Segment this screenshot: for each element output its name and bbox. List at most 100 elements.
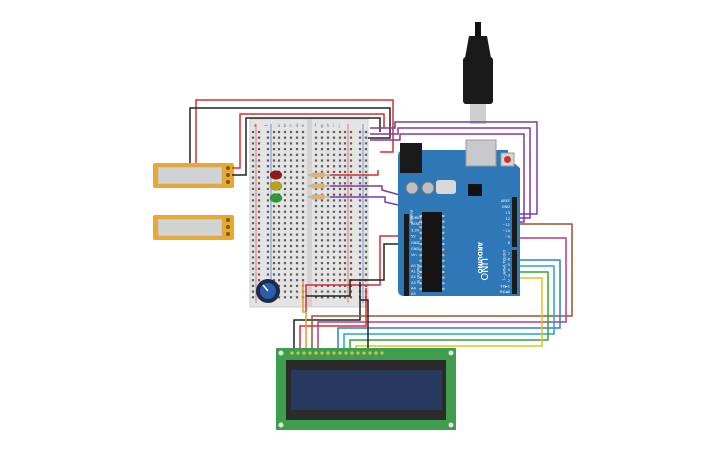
breadboard-hole[interactable]: [295, 193, 299, 196]
breadboard-hole[interactable]: [301, 262, 305, 265]
breadboard-hole[interactable]: [338, 284, 342, 287]
breadboard-hole[interactable]: [338, 262, 342, 265]
rail-hole[interactable]: [272, 153, 276, 156]
usb-cable[interactable]: [463, 22, 493, 124]
wire-blue[interactable]: [337, 259, 561, 350]
breadboard-hole[interactable]: [332, 165, 336, 168]
wire-purple-2[interactable]: [370, 127, 531, 219]
rail-hole[interactable]: [349, 210, 353, 213]
rail-hole[interactable]: [343, 182, 347, 185]
breadboard-hole[interactable]: [326, 159, 330, 162]
rail-hole[interactable]: [272, 250, 276, 253]
rail-hole[interactable]: [358, 153, 362, 156]
breadboard-hole[interactable]: [301, 279, 305, 282]
rail-hole[interactable]: [358, 227, 362, 230]
breadboard-hole[interactable]: [289, 153, 293, 156]
rail-hole[interactable]: [266, 216, 270, 219]
breadboard-hole[interactable]: [289, 216, 293, 219]
rail-hole[interactable]: [349, 136, 353, 139]
rail-hole[interactable]: [349, 205, 353, 208]
breadboard-hole[interactable]: [301, 210, 305, 213]
rail-hole[interactable]: [349, 250, 353, 253]
sensor-module-top[interactable]: [153, 163, 234, 188]
breadboard-hole[interactable]: [301, 193, 305, 196]
breadboard-hole[interactable]: [277, 227, 281, 230]
rail-hole[interactable]: [349, 233, 353, 236]
breadboard-hole[interactable]: [301, 199, 305, 202]
rail-hole[interactable]: [364, 165, 368, 168]
breadboard-hole[interactable]: [289, 296, 293, 299]
rail-hole[interactable]: [343, 296, 347, 299]
breadboard-hole[interactable]: [332, 182, 336, 185]
breadboard-hole[interactable]: [283, 216, 287, 219]
breadboard-hole[interactable]: [332, 205, 336, 208]
breadboard-hole[interactable]: [283, 222, 287, 225]
rail-hole[interactable]: [251, 256, 255, 259]
breadboard-hole[interactable]: [301, 233, 305, 236]
rail-hole[interactable]: [364, 153, 368, 156]
breadboard-hole[interactable]: [283, 199, 287, 202]
rail-hole[interactable]: [251, 216, 255, 219]
led-green[interactable]: [269, 193, 283, 203]
breadboard-hole[interactable]: [277, 136, 281, 139]
rail-hole[interactable]: [272, 165, 276, 168]
rail-hole[interactable]: [343, 273, 347, 276]
breadboard-hole[interactable]: [295, 256, 299, 259]
breadboard-hole[interactable]: [320, 250, 324, 253]
breadboard-hole[interactable]: [338, 239, 342, 242]
breadboard-hole[interactable]: [277, 159, 281, 162]
breadboard-hole[interactable]: [301, 205, 305, 208]
breadboard-hole[interactable]: [314, 279, 318, 282]
rail-hole[interactable]: [266, 187, 270, 191]
rail-hole[interactable]: [257, 159, 261, 162]
breadboard-hole[interactable]: [314, 244, 318, 248]
rail-hole[interactable]: [251, 244, 255, 248]
breadboard-hole[interactable]: [338, 176, 342, 179]
rail-hole[interactable]: [349, 176, 353, 179]
breadboard-hole[interactable]: [295, 216, 299, 219]
breadboard-hole[interactable]: [289, 233, 293, 236]
breadboard-hole[interactable]: [320, 159, 324, 162]
lcd-pin[interactable]: [356, 351, 360, 355]
breadboard-hole[interactable]: [320, 148, 324, 151]
lcd-pin[interactable]: [314, 351, 318, 355]
lcd-pin[interactable]: [350, 351, 354, 355]
breadboard-hole[interactable]: [326, 193, 330, 196]
breadboard-hole[interactable]: [326, 244, 330, 248]
rail-hole[interactable]: [266, 250, 270, 253]
breadboard-hole[interactable]: [338, 216, 342, 219]
wire-black-top[interactable]: [189, 107, 391, 163]
rail-hole[interactable]: [257, 279, 261, 282]
breadboard-hole[interactable]: [338, 296, 342, 299]
rail-hole[interactable]: [364, 159, 368, 162]
breadboard-hole[interactable]: [289, 205, 293, 208]
breadboard-hole[interactable]: [320, 279, 324, 282]
breadboard-hole[interactable]: [320, 284, 324, 287]
rail-hole[interactable]: [266, 159, 270, 162]
rail-hole[interactable]: [358, 216, 362, 219]
rail-hole[interactable]: [251, 222, 255, 225]
rail-hole[interactable]: [364, 205, 368, 208]
breadboard-hole[interactable]: [301, 222, 305, 225]
lcd-pin[interactable]: [338, 351, 342, 355]
rail-hole[interactable]: [272, 256, 276, 259]
rail-hole[interactable]: [349, 239, 353, 242]
breadboard-hole[interactable]: [277, 279, 281, 282]
rail-hole[interactable]: [251, 199, 255, 202]
breadboard-hole[interactable]: [320, 153, 324, 156]
rail-hole[interactable]: [266, 273, 270, 276]
breadboard-hole[interactable]: [338, 222, 342, 225]
breadboard-hole[interactable]: [338, 148, 342, 151]
breadboard-hole[interactable]: [320, 187, 324, 191]
rail-hole[interactable]: [364, 284, 368, 287]
wire-red-5v[interactable]: [305, 235, 406, 312]
rail-hole[interactable]: [349, 193, 353, 196]
rail-hole[interactable]: [358, 250, 362, 253]
resistor-1[interactable]: [311, 172, 325, 178]
breadboard-hole[interactable]: [283, 244, 287, 248]
rail-hole[interactable]: [343, 136, 347, 139]
breadboard-hole[interactable]: [283, 148, 287, 151]
rail-hole[interactable]: [343, 250, 347, 253]
rail-hole[interactable]: [364, 199, 368, 202]
breadboard-hole[interactable]: [320, 170, 324, 173]
